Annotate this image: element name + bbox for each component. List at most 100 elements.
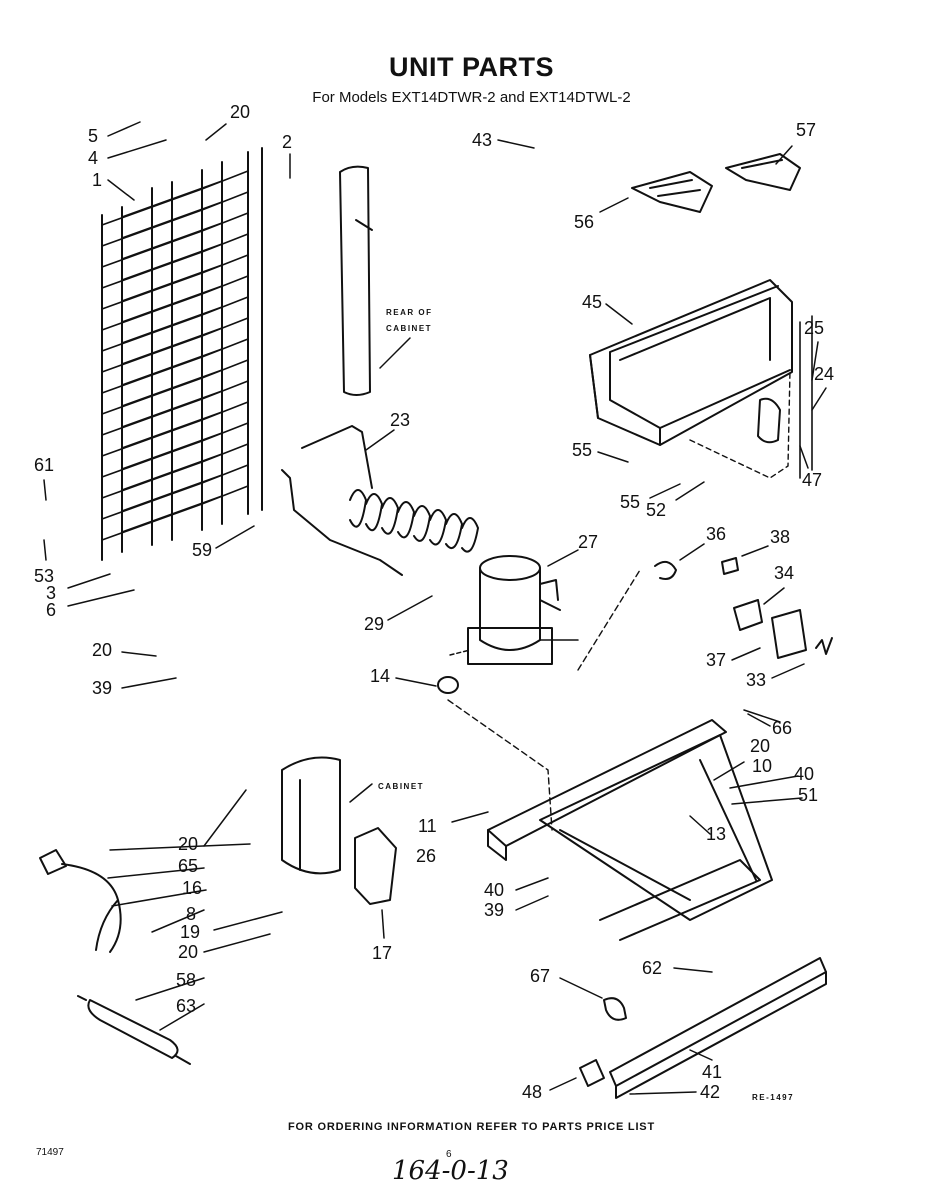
callout-26: 26 <box>416 846 437 866</box>
leader-line <box>549 1077 577 1091</box>
catalog-code: 71497 <box>36 1147 64 1158</box>
tray-56 <box>631 171 713 213</box>
callout-57: 57 <box>796 120 817 140</box>
power-cord <box>39 849 122 953</box>
callout-4: 4 <box>88 148 99 168</box>
page-subtitle: For Models EXT14DTWR-2 and EXT14DTWL-2 <box>312 89 631 106</box>
callout-61: 61 <box>34 455 55 475</box>
callout-41: 41 <box>702 1062 723 1082</box>
leader-line <box>731 797 803 805</box>
leader-line <box>365 429 395 451</box>
page-title: UNIT PARTS <box>389 52 554 82</box>
page-number: 6 <box>446 1149 452 1160</box>
leader-line <box>741 545 769 557</box>
callout-1: 1 <box>92 170 103 190</box>
leader-line <box>675 481 705 501</box>
rear-of-cabinet-label-1: REAR OF <box>386 308 433 317</box>
callout-55: 55 <box>572 440 593 460</box>
callout-6: 6 <box>46 600 57 620</box>
callout-59: 59 <box>192 540 213 560</box>
mounting-rail <box>579 957 827 1099</box>
leader-line <box>559 977 603 999</box>
leader-line <box>107 179 135 201</box>
leader-line <box>515 877 549 891</box>
callout-63: 63 <box>176 996 197 1016</box>
rear-of-cabinet-panel <box>339 165 411 396</box>
leader-line <box>107 867 205 879</box>
callout-48: 48 <box>522 1082 543 1102</box>
leader-line <box>775 145 793 165</box>
callout-55: 55 <box>620 492 641 512</box>
leader-line <box>107 139 167 159</box>
callout-23: 23 <box>390 410 411 430</box>
callout-43: 43 <box>472 130 493 150</box>
leader-line <box>689 815 711 835</box>
leader-line <box>43 479 47 501</box>
callout-33: 33 <box>746 670 767 690</box>
cabinet-label: CABINET <box>378 782 425 791</box>
leader-line <box>771 663 805 679</box>
callout-53: 53 <box>34 566 55 586</box>
leader-line <box>811 387 827 411</box>
base-frame <box>447 699 773 941</box>
drawing-number: RE-1497 <box>752 1093 795 1102</box>
leader-line <box>203 933 271 953</box>
leader-line <box>597 451 629 463</box>
callout-14: 14 <box>370 666 391 686</box>
callout-20: 20 <box>178 834 199 854</box>
callout-42: 42 <box>700 1082 721 1102</box>
callout-11: 11 <box>418 816 437 836</box>
callout-13: 13 <box>706 824 727 844</box>
callout-5: 5 <box>88 126 99 146</box>
leader-line <box>121 651 157 657</box>
leader-line <box>151 909 205 933</box>
leader-line <box>213 911 283 931</box>
leader-line <box>111 889 207 907</box>
leader-line <box>673 967 713 973</box>
leader-line <box>763 587 785 605</box>
leader-line <box>109 843 251 851</box>
callout-29: 29 <box>364 614 385 634</box>
filter-drier <box>77 995 191 1065</box>
callout-62: 62 <box>642 958 663 978</box>
leader-line <box>395 677 437 687</box>
rear-of-cabinet-label-2: CABINET <box>386 324 433 333</box>
leader-line <box>205 123 227 141</box>
callout-24: 24 <box>814 364 835 384</box>
callout-27: 27 <box>578 532 599 552</box>
compressor <box>449 555 579 665</box>
leader-line <box>729 775 799 789</box>
callout-38: 38 <box>770 527 791 547</box>
callout-20: 20 <box>92 640 113 660</box>
leader-line <box>629 1091 697 1095</box>
callout-25: 25 <box>804 318 825 338</box>
callout-39: 39 <box>92 678 113 698</box>
grommet <box>437 676 459 694</box>
leader-line <box>649 483 681 499</box>
leader-line <box>713 761 745 781</box>
leader-line <box>743 709 781 723</box>
callout-52: 52 <box>646 500 667 520</box>
callout-45: 45 <box>582 292 603 312</box>
leader-line <box>107 121 141 137</box>
callout-34: 34 <box>774 563 795 583</box>
callout-58: 58 <box>176 970 197 990</box>
leader-line <box>515 895 549 911</box>
leader-line <box>135 977 205 1001</box>
leader-line <box>159 1003 205 1031</box>
relay-parts <box>577 557 833 671</box>
leader-line <box>67 589 135 607</box>
callout-2: 2 <box>282 132 293 152</box>
callout-10: 10 <box>752 756 773 776</box>
cabinet-section <box>281 756 397 905</box>
callout-20: 20 <box>178 942 199 962</box>
leader-line <box>215 525 255 549</box>
evaporator-tubing <box>281 425 479 576</box>
ordering-note: FOR ORDERING INFORMATION REFER TO PARTS … <box>288 1121 655 1133</box>
callout-40: 40 <box>794 764 815 784</box>
callout-19: 19 <box>180 922 201 942</box>
leader-line <box>679 543 705 561</box>
leader-line <box>599 197 629 213</box>
leader-line <box>381 909 385 939</box>
